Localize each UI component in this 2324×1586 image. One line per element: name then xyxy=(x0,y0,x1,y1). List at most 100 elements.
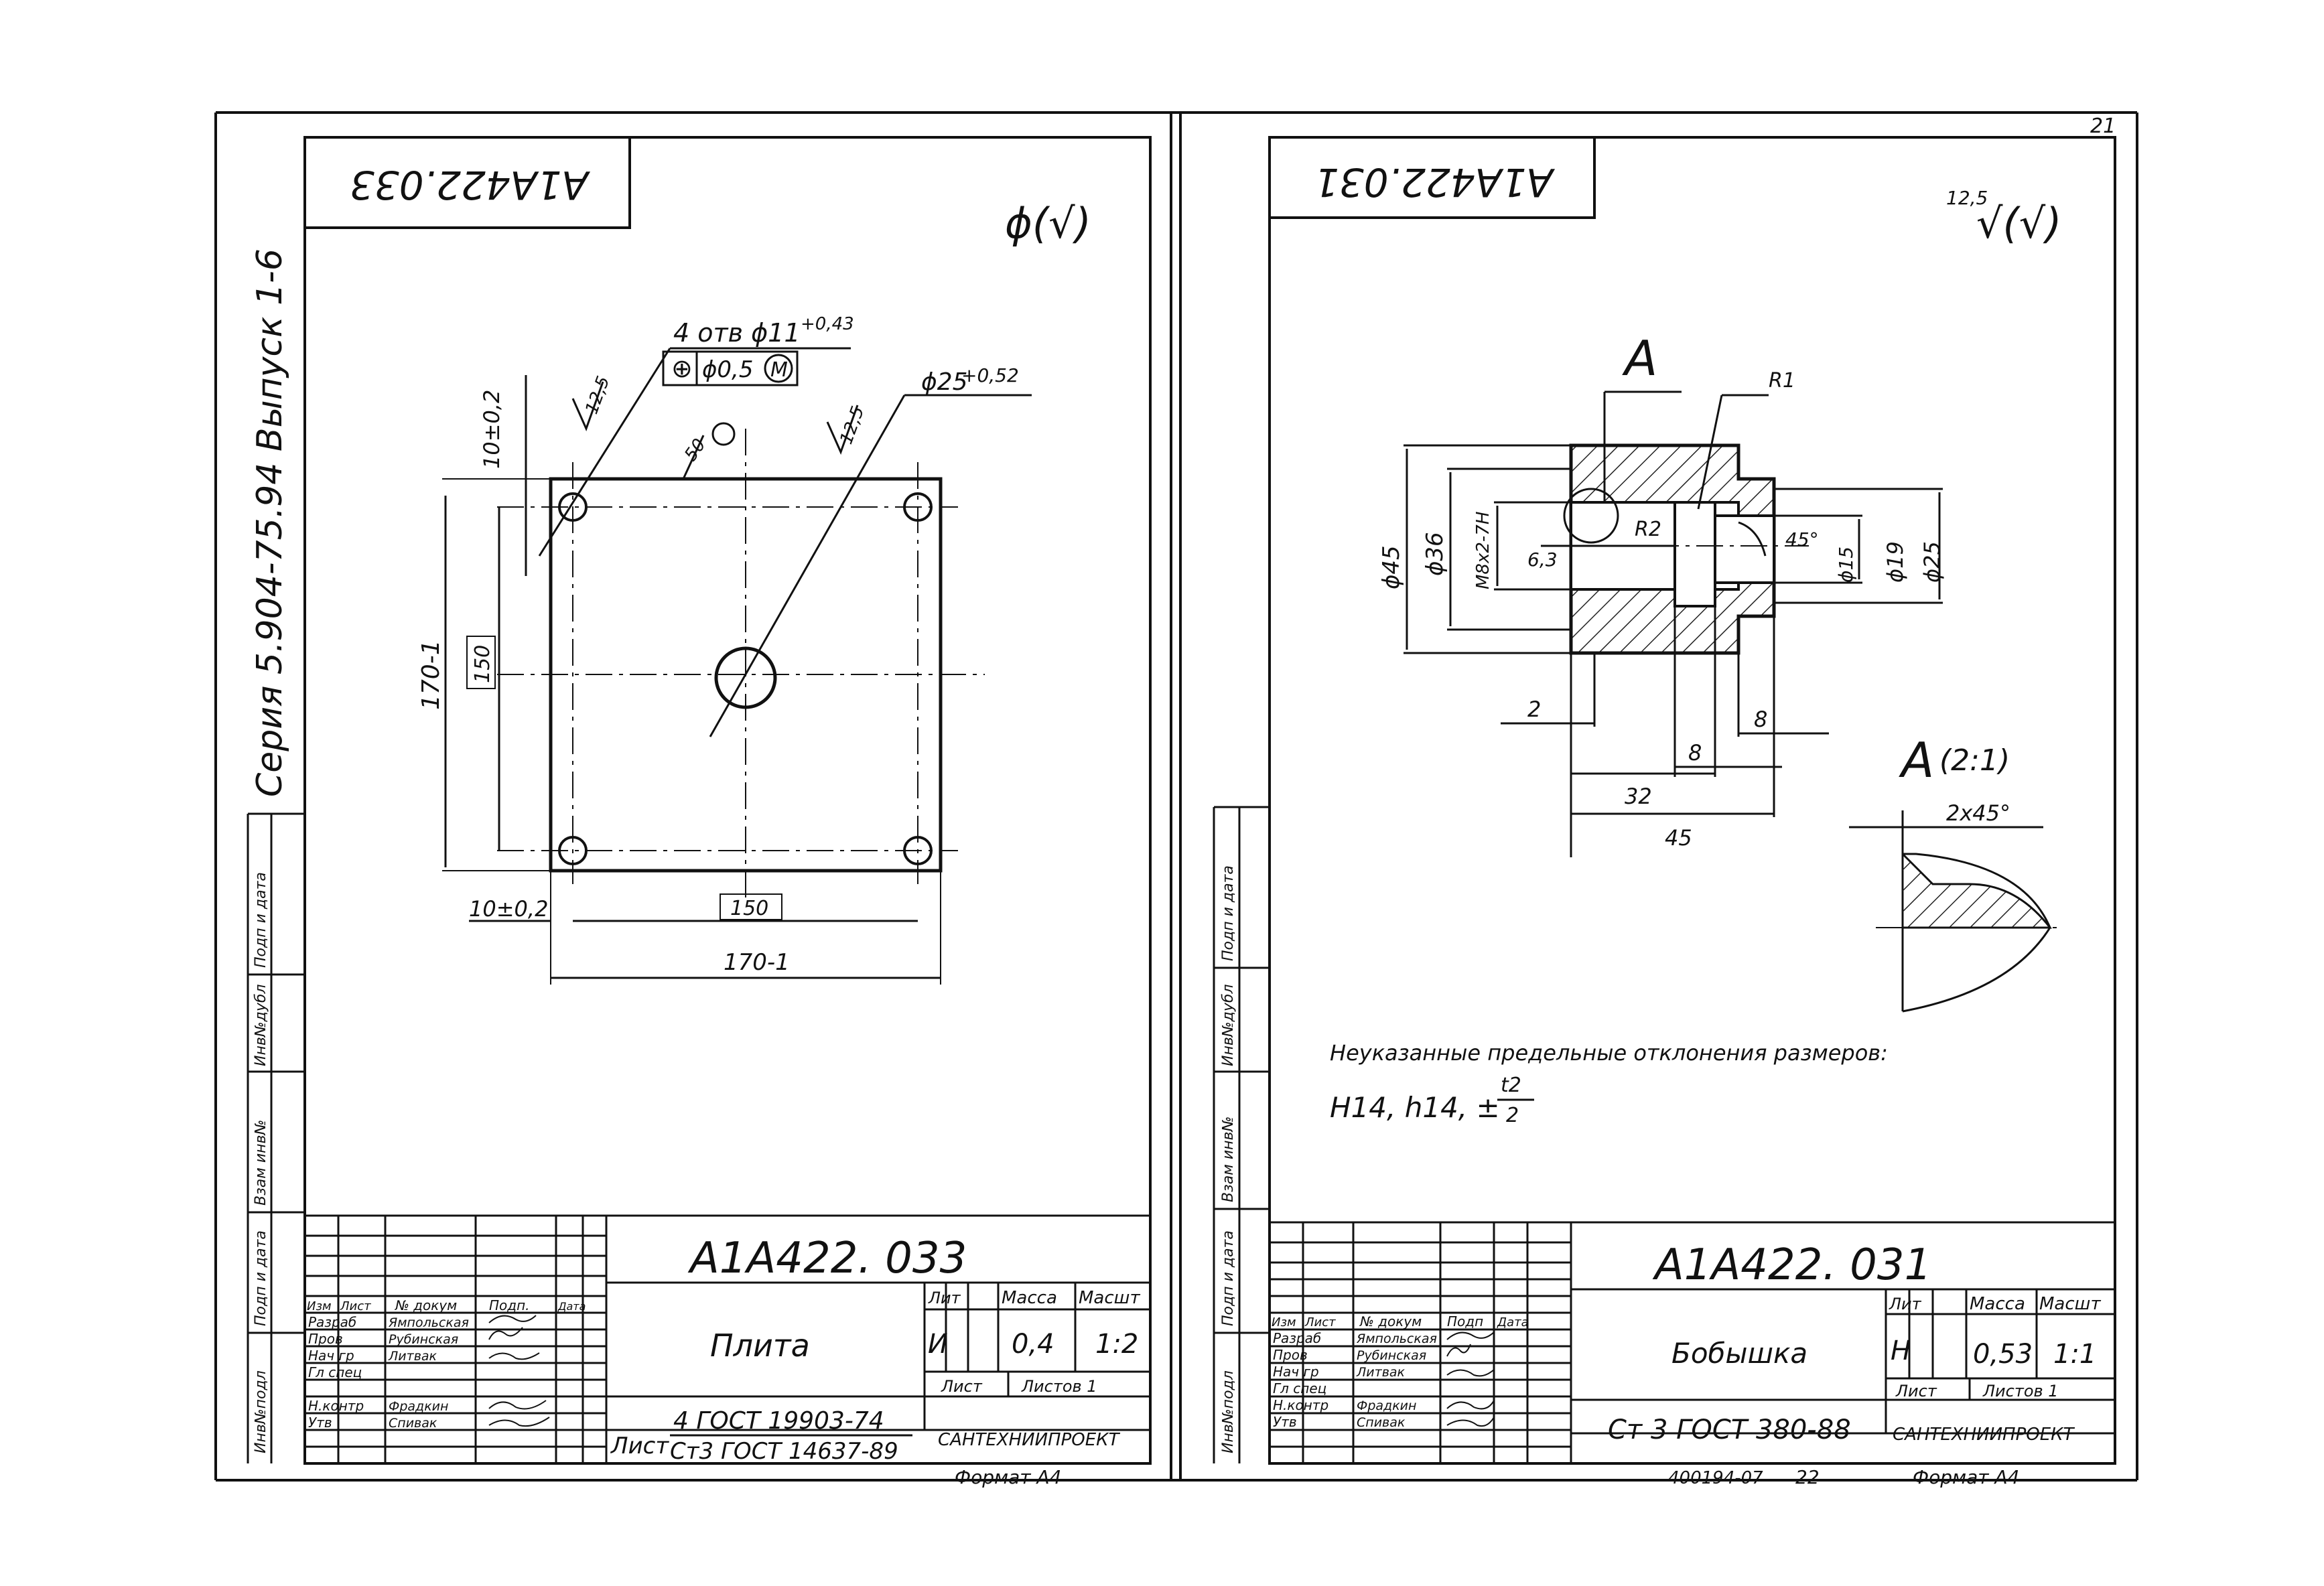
left-sheet-label: Лист xyxy=(941,1377,983,1396)
dim-len2: 2 xyxy=(1527,697,1541,722)
name-label: Ямпольская xyxy=(1356,1331,1437,1346)
left-title-block xyxy=(305,1214,1150,1463)
col-head: Дата xyxy=(1497,1315,1529,1329)
holes-tolerance: +0,43 xyxy=(801,314,854,334)
center-diameter: ϕ25 xyxy=(921,368,968,396)
left-format: Формат А4 xyxy=(955,1466,1061,1488)
left-mass-value: 0,4 xyxy=(1012,1329,1054,1360)
left-strip-label: Подп и дата xyxy=(253,872,269,968)
page-number: 21 xyxy=(2090,115,2116,138)
position-frame xyxy=(662,350,799,386)
right-title-block-head: Изм Лист № докум Подп Дата Разраб Пров Н… xyxy=(1272,1313,1529,1430)
right-strip-label: Подп и дата xyxy=(1220,1230,1237,1326)
left-strip-label: Подп и дата xyxy=(253,1230,269,1326)
tolerance-frac-top: t2 xyxy=(1501,1074,1521,1097)
left-title-block-head: Изм Лист № докум Подп. Дата Разраб Пров … xyxy=(307,1297,586,1431)
name-label: Литвак xyxy=(388,1349,437,1364)
right-sheet-label: Лист xyxy=(1895,1382,1937,1400)
dim-d25: ϕ25 xyxy=(1919,541,1945,583)
holes-note: 4 отв ϕ11 xyxy=(673,318,801,348)
role-label: Утв xyxy=(308,1415,332,1431)
roughness-label: 12,5 xyxy=(836,404,868,447)
dim-d36: ϕ36 xyxy=(1422,532,1448,576)
dim-thread: M8x2-7H xyxy=(1473,512,1493,589)
left-inner-frame xyxy=(303,136,1152,1465)
position-modifier: M xyxy=(770,358,788,382)
left-lit-value: И xyxy=(928,1329,948,1360)
role-label: Утв xyxy=(1273,1414,1297,1430)
left-strip-label: Инв№дубл xyxy=(253,984,269,1066)
position-tolerance: ϕ0,5 xyxy=(702,356,754,383)
left-surface-mark: ϕ(√) xyxy=(1005,199,1091,248)
left-org: САНТЕХНИИПРОЕКТ xyxy=(938,1430,1121,1450)
right-mass-value: 0,53 xyxy=(1973,1339,2033,1370)
dim-len45: 45 xyxy=(1665,825,1692,851)
series-text: Серия 5.904-75.94 Выпуск 1-6 xyxy=(250,248,290,797)
detail-chamfer: 2x45° xyxy=(1946,800,2010,826)
left-sheets-label: Листов 1 xyxy=(1021,1377,1097,1396)
right-signatures xyxy=(1446,1331,1495,1427)
dim-angle: 45° xyxy=(1785,528,1819,551)
center-diameter-tol: +0,52 xyxy=(961,364,1019,386)
dim-len32: 32 xyxy=(1625,784,1652,809)
dim-150-vertical: 150 xyxy=(471,645,494,683)
col-head: № докум xyxy=(1359,1313,1422,1329)
dim-d45: ϕ45 xyxy=(1378,545,1405,589)
right-sheets-label: Листов 1 xyxy=(1982,1382,2059,1400)
right-lit-value: Н xyxy=(1891,1336,1911,1366)
left-material-label: Лист xyxy=(610,1433,669,1459)
col-head: Лист xyxy=(340,1299,371,1313)
roughness-label: 12,5 xyxy=(582,374,614,417)
left-side-strip xyxy=(247,812,305,1463)
role-label: Гл спец xyxy=(308,1364,362,1380)
col-head: Изм xyxy=(1272,1315,1296,1329)
name-label: Ямпольская xyxy=(388,1315,469,1330)
detail-label-A: A xyxy=(1899,732,1934,788)
dim-len8-right: 8 xyxy=(1754,707,1767,732)
detail-scale: (2:1) xyxy=(1939,743,2010,778)
dim-170-vertical: 170-1 xyxy=(417,640,445,710)
dim-50: 50 xyxy=(681,435,710,465)
role-label: Н.контр xyxy=(308,1398,364,1414)
right-scale-value: 1:1 xyxy=(2053,1339,2096,1370)
right-strip-label: Инв№подл xyxy=(1220,1370,1237,1453)
role-label: Гл спец xyxy=(1273,1380,1326,1396)
col-head: Изм xyxy=(307,1299,332,1313)
dim-150-horizontal: 150 xyxy=(730,897,768,920)
name-label: Рубинская xyxy=(1357,1348,1426,1363)
dim-d15: ϕ15 xyxy=(1835,547,1857,583)
left-scale-header: Масшт xyxy=(1079,1288,1140,1308)
corner-hole xyxy=(903,492,933,522)
right-part-name: Бобышка xyxy=(1671,1337,1807,1370)
tolerance-frac-bottom: 2 xyxy=(1506,1104,1519,1127)
right-lit-header: Лит xyxy=(1889,1295,1922,1313)
dim-len8: 8 xyxy=(1688,740,1702,766)
name-label: Спивак xyxy=(389,1416,437,1431)
corner-hole xyxy=(903,836,933,865)
dim-10-bottom: 10±0,2 xyxy=(469,896,548,922)
dim-d19: ϕ19 xyxy=(1883,541,1908,583)
right-code-rotated: A1A422.031 xyxy=(1314,159,1556,205)
right-bottom-num: 22 xyxy=(1795,1466,1820,1488)
dim-10-top: 10±0,2 xyxy=(479,390,504,469)
right-scale-header: Масшт xyxy=(2039,1294,2101,1314)
tolerance-note-line2: H14, h14, ± xyxy=(1330,1091,1500,1124)
boss-dimensions xyxy=(1404,390,1943,857)
col-head: Дата xyxy=(557,1300,586,1313)
left-code-rotated: A1A422.033 xyxy=(350,162,591,208)
role-label: Разраб xyxy=(1273,1330,1321,1346)
col-head: Лист xyxy=(1304,1315,1336,1329)
outer-frame xyxy=(214,111,2138,1482)
corner-hole xyxy=(558,492,588,522)
role-label: Нач гр xyxy=(308,1348,354,1364)
center-hole xyxy=(714,646,777,709)
left-code-box: A1A422.033 xyxy=(305,137,631,229)
left-mass-header: Масса xyxy=(1002,1288,1057,1308)
right-mass-header: Масса xyxy=(1970,1294,2025,1314)
boss-section xyxy=(1563,443,1809,655)
right-code-box: A1A422.031 xyxy=(1270,137,1596,219)
name-label: Фрадкин xyxy=(389,1399,448,1414)
dim-roughness: 6,3 xyxy=(1527,549,1558,571)
right-strip-label: Подп и дата xyxy=(1220,865,1237,961)
